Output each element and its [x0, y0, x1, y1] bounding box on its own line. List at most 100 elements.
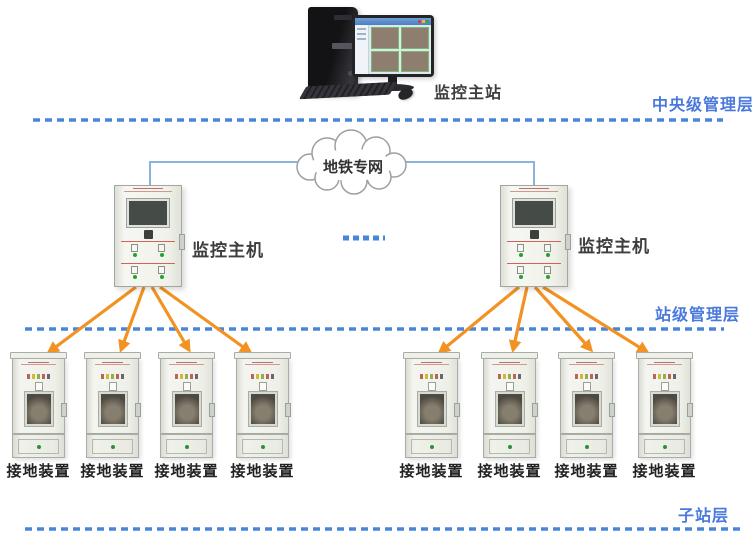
- monitoring-app-sidebar: [355, 25, 369, 74]
- device-title-strip: [241, 362, 284, 369]
- device-indicator-row: [87, 374, 138, 379]
- device-indicator-row: [161, 374, 212, 379]
- cloud-to-left-host-line: [149, 161, 302, 188]
- grounding-device-cabinet: 接地装置: [230, 352, 294, 480]
- device-body: [236, 358, 291, 434]
- device-bottom-compartment: [483, 434, 536, 458]
- left-host-to-devices-arrows: [46, 285, 253, 354]
- host-right-label: 监控主机: [578, 237, 650, 257]
- host-cabinet-left: [114, 185, 185, 287]
- device-window: [248, 392, 277, 426]
- grounding-device-cabinet: 接地装置: [6, 352, 70, 480]
- central-layer-label: 中央级管理层: [652, 95, 752, 114]
- device-label: 接地装置: [6, 462, 71, 480]
- host-led: [518, 275, 523, 279]
- grounding-device-cabinet: 接地装置: [80, 352, 144, 480]
- toolbar-dot: [426, 20, 429, 23]
- device-body: [638, 358, 693, 434]
- host-led: [518, 253, 523, 257]
- device-indicator-row: [237, 374, 288, 379]
- host-screen: [127, 199, 169, 227]
- device-title-strip: [91, 362, 134, 369]
- pc-tower: [308, 7, 358, 95]
- device-title-strip: [17, 362, 60, 369]
- grounding-device-cabinet: 接地装置: [632, 352, 696, 480]
- cloud-to-right-host-line: [402, 161, 535, 188]
- grounding-device-cabinet: 接地装置: [477, 352, 541, 480]
- host-led: [132, 275, 137, 279]
- host-title-strip: [120, 188, 176, 197]
- host-cabinet-right: [500, 185, 571, 287]
- host-title-strip: [506, 188, 562, 197]
- device-label: 接地装置: [399, 462, 464, 480]
- device-indicator-row: [561, 374, 612, 379]
- device-green-led: [260, 444, 265, 449]
- host-panel-row: [507, 263, 561, 283]
- camera-feed: [401, 50, 429, 72]
- host-handle: [179, 234, 185, 250]
- host-led: [545, 253, 550, 257]
- monitoring-app-content: [355, 25, 431, 74]
- pc-front-band: [332, 43, 354, 49]
- grounding-device-cabinet: 接地装置: [554, 352, 618, 480]
- device-label: 接地装置: [230, 462, 295, 480]
- host-knob: [143, 230, 153, 239]
- camera-feed-grid: [369, 25, 431, 74]
- device-window: [572, 392, 601, 426]
- host-gauge: [158, 244, 165, 252]
- device-body: [160, 358, 215, 434]
- host-gauge: [158, 266, 165, 274]
- host-handle: [565, 234, 571, 250]
- pc-monitor: [352, 15, 434, 77]
- device-bottom-compartment: [638, 434, 691, 458]
- master-station-computer: [298, 5, 442, 102]
- device-label: 接地装置: [154, 462, 219, 480]
- device-tag: [505, 382, 514, 391]
- device-tag: [182, 382, 191, 391]
- camera-feed: [401, 27, 429, 49]
- host-led: [545, 275, 550, 279]
- device-green-led: [507, 444, 512, 449]
- device-green-led: [110, 444, 115, 449]
- device-label: 接地装置: [80, 462, 145, 480]
- device-title-strip: [410, 362, 453, 369]
- host-gauge: [544, 244, 551, 252]
- host-panel-row: [121, 263, 175, 283]
- device-indicator-row: [639, 374, 690, 379]
- device-window: [417, 392, 446, 426]
- device-handle: [135, 403, 141, 417]
- host-gauge: [517, 266, 524, 274]
- host-led: [132, 253, 137, 257]
- device-title-strip: [643, 362, 686, 369]
- grounding-device-cabinet: 接地装置: [399, 352, 463, 480]
- device-window: [24, 392, 53, 426]
- master-station-label: 监控主站: [434, 83, 503, 102]
- device-tag: [34, 382, 43, 391]
- device-indicator-row: [13, 374, 64, 379]
- monitor-stand-neck: [388, 76, 397, 86]
- device-body: [12, 358, 67, 434]
- pc-screen: [355, 18, 431, 74]
- device-handle: [454, 403, 460, 417]
- host-left-label: 监控主机: [192, 241, 264, 261]
- host-knob: [529, 230, 539, 239]
- device-green-led: [429, 444, 434, 449]
- device-handle: [285, 403, 291, 417]
- device-body: [560, 358, 615, 434]
- device-window: [172, 392, 201, 426]
- host-led: [159, 253, 164, 257]
- host-panel-row: [121, 241, 175, 261]
- toolbar-dot: [422, 20, 425, 23]
- monitoring-app-toolbar: [355, 18, 431, 25]
- device-window: [495, 392, 524, 426]
- device-label: 接地装置: [632, 462, 697, 480]
- host-gauge: [517, 244, 524, 252]
- pc-drive-bay: [334, 15, 352, 20]
- device-handle: [61, 403, 67, 417]
- device-title-strip: [488, 362, 531, 369]
- camera-feed: [371, 27, 399, 49]
- toolbar-dot: [418, 20, 421, 23]
- device-bottom-compartment: [160, 434, 213, 458]
